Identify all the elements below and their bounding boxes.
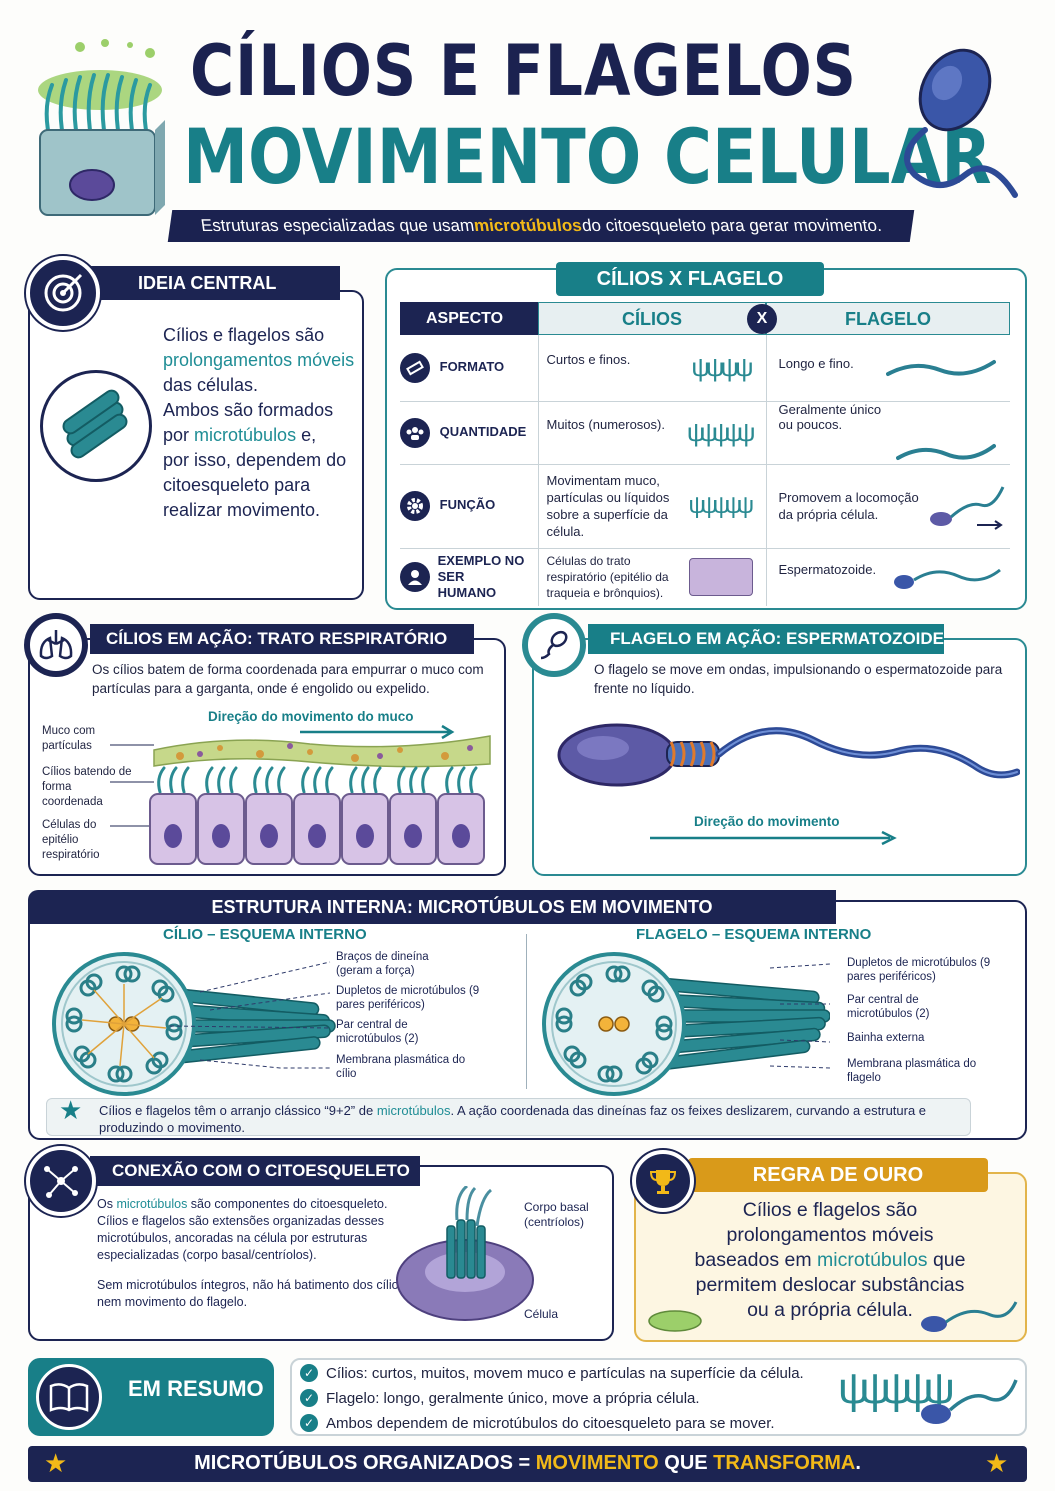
footer-text: MICROTÚBULOS ORGANIZADOS = MOVIMENTO QUE… — [194, 1452, 861, 1474]
label-dupletos: Dupletos de microtúbulos (9 pares perifé… — [336, 985, 480, 1011]
footer-banner — [28, 1446, 1027, 1482]
page-title: CÍLIOS E FLAGELOS — [190, 30, 857, 112]
page-subtitle-title: MOVIMENTO CELULAR — [183, 112, 992, 201]
ruler-icon — [400, 352, 430, 383]
mucus-direction-arrow — [300, 724, 455, 740]
regra-tag: REGRA DE OURO — [688, 1158, 988, 1192]
star-icon: ★ — [59, 1095, 83, 1125]
group-icon — [400, 417, 430, 448]
cilios-acao-tag: CÍLIOS EM AÇÃO: TRATO RESPIRATÓRIO — [90, 624, 474, 654]
flagelo-acao-tag: FLAGELO EM AÇÃO: ESPERMATOZOIDE — [588, 624, 944, 654]
table-row: QUANTIDADE Muitos (numerosos).ψψψψψ Gera… — [400, 401, 1010, 465]
sperm-mini-icon — [894, 569, 1001, 590]
sperm-small-icon — [921, 1301, 1018, 1332]
sperm-icon — [524, 615, 584, 675]
cilio-cross-section-illustration — [52, 952, 336, 1096]
list-item: ✓Cílios: curtos, muitos, movem muco e pa… — [300, 1364, 840, 1382]
label-par-central-flagelo: Par central de microtúbulos (2) — [847, 994, 930, 1020]
flagelo-acao-text: O flagelo se move em ondas, impulsionand… — [594, 662, 1003, 696]
check-icon: ✓ — [300, 1389, 318, 1407]
star-icon: ★ — [985, 1448, 1009, 1478]
cilios-acao-text: Os cílios batem de forma coordenada para… — [92, 662, 484, 696]
col-flagelo: FLAGELO — [766, 302, 1010, 335]
subtitle-banner: Estruturas especializadas que usam micro… — [167, 210, 915, 242]
list-item: ✓Ambos dependem de microtúbulos do citoe… — [300, 1414, 840, 1432]
ciliated-cell-illustration — [30, 35, 170, 225]
cilia-mini-icon: ψψψψψ — [686, 417, 756, 447]
resumo-list: ✓Cílios: curtos, muitos, movem muco e pa… — [300, 1364, 840, 1439]
check-icon: ✓ — [300, 1364, 318, 1382]
flagellum-mini-icon — [886, 359, 996, 376]
label-dupletos-flagelo: Dupletos de microtúbulos (9 pares perifé… — [847, 957, 991, 983]
flagelo-labels: Dupletos de microtúbulos (9 pares perifé… — [847, 956, 1017, 1085]
spermatozoon-illustration — [557, 723, 1020, 787]
network-icon — [26, 1146, 96, 1216]
ideia-central-text: Cílios e flagelos são prolongamentos móv… — [163, 325, 355, 520]
compare-tag: CÍLIOS X FLAGELO — [556, 262, 824, 296]
person-icon — [400, 562, 430, 593]
epithelium-mini-icon — [688, 558, 753, 597]
star-icon: ★ — [44, 1448, 68, 1478]
versus-badge: X — [747, 304, 777, 334]
cilia-mucus-mini-icon: ψψψψψ — [688, 492, 755, 519]
cilia-mini-icon: ψψψψ — [691, 352, 753, 383]
regra-text: Cílios e flagelos são prolongamentos móv… — [694, 1199, 966, 1321]
conexao-tag: CONEXÃO COM O CITOESQUELETO — [90, 1156, 420, 1186]
movement-direction-label: Direção do movimento — [694, 814, 840, 829]
label-membrana-cilio: Membrana plasmática do cílio — [336, 1054, 466, 1080]
estrutura-note: ★ Cílios e flagelos têm o arranjo clássi… — [46, 1095, 971, 1136]
flagelo-schema-title: FLAGELO – ESQUEMA INTERNO — [636, 926, 872, 943]
resumo-tag: EM RESUMO — [128, 1376, 264, 1401]
conexao-text: Os microtúbulos são componentes do citoe… — [97, 1197, 405, 1309]
estrutura-tag: ESTRUTURA INTERNA: MICROTÚBULOS EM MOVIM… — [28, 890, 836, 924]
label-par-central: Par central de microtúbulos (2) — [336, 1019, 419, 1045]
green-microbe-icon — [648, 1310, 702, 1332]
sperm-mini-icon — [929, 486, 1004, 530]
cilio-schema-title: CÍLIO – ESQUEMA INTERNO — [163, 926, 367, 943]
label-corpo-basal: Corpo basal (centríolos) — [524, 1200, 589, 1229]
basal-body-cell-illustration — [396, 1186, 534, 1321]
list-item: ✓Flagelo: longo, geralmente único, move … — [300, 1389, 840, 1407]
col-aspecto: ASPECTO — [400, 302, 538, 335]
flagellum-mini-icon — [896, 443, 996, 460]
flagelo-cross-section-illustration — [542, 952, 830, 1096]
resumo-panel — [290, 1358, 1027, 1436]
label-muco: Muco com partículas — [42, 725, 96, 752]
mucus-direction-label: Direção do movimento do muco — [208, 709, 414, 724]
label-cilios-batendo: Cílios batendo de forma coordenada — [42, 766, 132, 808]
label-bracos-dineina: Braços de dineína (geram a força) — [336, 951, 429, 977]
ideia-central-tag: IDEIA CENTRAL — [90, 266, 340, 300]
check-icon: ✓ — [300, 1414, 318, 1432]
table-row: FORMATO Curtos e finos.ψψψψ Longo e fino… — [400, 335, 1010, 402]
gear-icon — [400, 491, 430, 521]
label-celula: Célula — [524, 1307, 559, 1321]
col-cilios: CÍLIOS — [538, 302, 766, 335]
cilio-labels: Braços de dineína (geram a força) Duplet… — [336, 950, 516, 1081]
microtubule-bundle-icon — [40, 370, 152, 482]
compare-table: ASPECTO CÍLIOS FLAGELO X FORMATO Curtos … — [400, 302, 1010, 606]
book-icon — [36, 1364, 102, 1430]
trophy-icon — [632, 1150, 694, 1212]
respiratory-epithelium-illustration — [110, 735, 491, 865]
table-row: EXEMPLO NO SER HUMANO Células do trato r… — [400, 548, 1010, 606]
sperm-illustration — [885, 45, 1035, 215]
label-celulas-epitelio: Células do epitélio respiratório — [42, 819, 100, 861]
lungs-icon — [26, 615, 86, 675]
movement-direction-arrow — [650, 830, 897, 846]
schema-divider — [526, 934, 527, 1089]
target-icon — [26, 256, 100, 330]
label-membrana-flagelo: Membrana plasmática do flagelo — [847, 1058, 977, 1084]
table-row: FUNÇÃO Movimentam muco, partículas ou lí… — [400, 464, 1010, 549]
label-bainha-externa: Bainha externa — [847, 1032, 925, 1044]
sperm-decoration-icon — [921, 1379, 1018, 1424]
